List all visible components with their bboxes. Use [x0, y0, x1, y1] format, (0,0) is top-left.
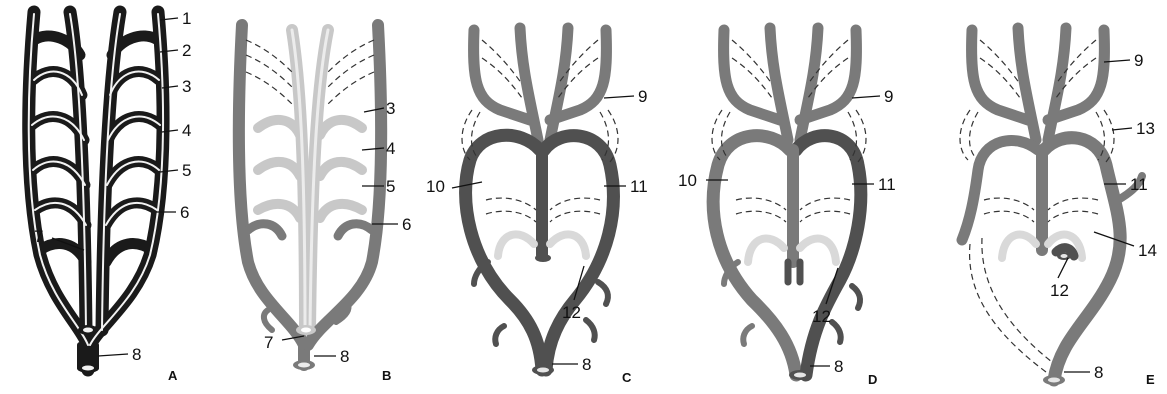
panel-b-label-8: 8	[340, 347, 349, 366]
panel-b-label-7: 7	[264, 333, 273, 352]
panel-c-label-12: 12	[562, 303, 581, 322]
panel-a-label-6: 6	[180, 203, 189, 222]
panel-e-label-8: 8	[1094, 363, 1103, 382]
panel-c: 9 10 11 12 8 C	[426, 28, 648, 385]
panel-a-label-1: 1	[182, 9, 191, 28]
panel-d-label-11: 11	[878, 175, 896, 194]
panel-a-vessels	[29, 12, 163, 373]
panel-e-label-12: 12	[1050, 281, 1069, 300]
panel-e: 9 13 11 14 12 8 E	[960, 28, 1157, 387]
panel-b-label-4: 4	[386, 139, 395, 158]
panel-c-letter: C	[622, 370, 632, 385]
panel-c-label-8: 8	[582, 355, 591, 374]
panel-b: 3 4 5 6 7 8 B	[239, 25, 412, 383]
panel-e-vessels	[962, 28, 1142, 385]
panel-c-label-10: 10	[426, 177, 445, 196]
panel-d-vessels	[713, 28, 861, 380]
panel-b-label-3: 3	[386, 99, 395, 118]
panel-b-dashed-arches	[246, 40, 374, 104]
panel-c-label-11: 11	[630, 177, 648, 196]
panel-a-label-8: 8	[132, 345, 141, 364]
panel-b-label-6: 6	[402, 215, 411, 234]
panel-b-label-5: 5	[386, 177, 395, 196]
panel-b-letter: B	[382, 368, 391, 383]
panel-a-letter: A	[168, 368, 178, 383]
panel-e-label-9: 9	[1134, 51, 1143, 70]
panel-a-label-4: 4	[182, 121, 191, 140]
panel-d-label-12: 12	[812, 307, 831, 326]
panel-d-label-8: 8	[834, 357, 843, 376]
panel-a-label-2: 2	[182, 41, 191, 60]
panel-c-label-9: 9	[638, 87, 647, 106]
panel-d-label-9: 9	[884, 87, 893, 106]
panel-e-label-13: 13	[1136, 119, 1155, 138]
panel-a-label-3: 3	[182, 77, 191, 96]
panel-c-vessels	[466, 28, 614, 375]
panel-e-label-11: 11	[1130, 175, 1148, 194]
panel-b-regressing-vessels	[258, 30, 362, 330]
panel-d-label-10: 10	[678, 171, 697, 190]
panel-a: 1 2 3 4 5 6 7 8 A	[29, 9, 192, 383]
panel-a-label-7: 7	[34, 227, 43, 246]
panel-d-letter: D	[868, 372, 877, 387]
panel-a-label-5: 5	[182, 161, 191, 180]
panel-e-letter: E	[1146, 372, 1155, 387]
panel-e-label-14: 14	[1138, 241, 1157, 260]
panel-d: 9 10 11 12 8 D	[678, 28, 896, 387]
